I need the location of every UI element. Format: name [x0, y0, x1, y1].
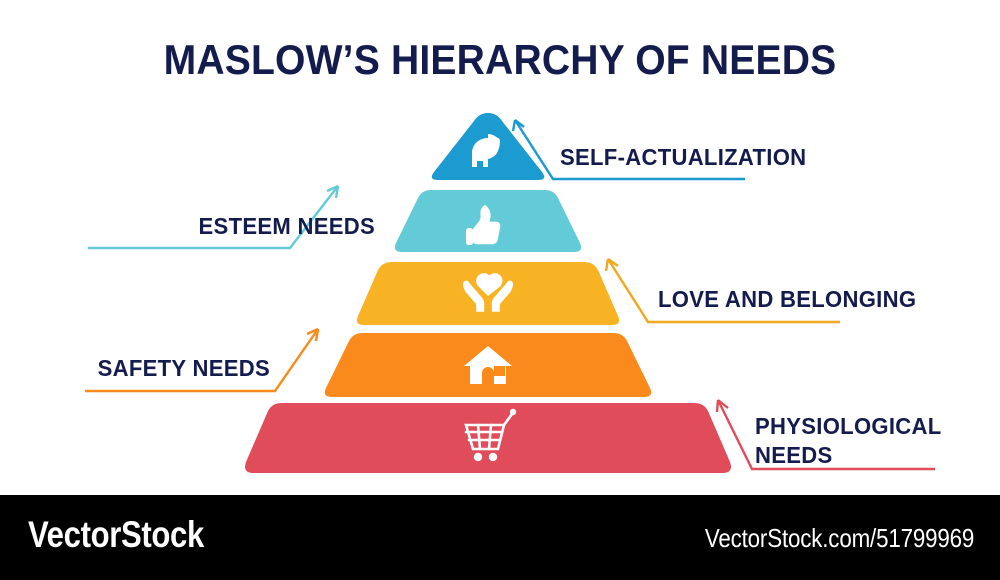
pyramid-tier-safety[interactable] [324, 333, 652, 397]
leader-esteem [88, 184, 340, 250]
head-brain-icon [472, 134, 500, 167]
cart-wheel-right [488, 452, 498, 462]
tier-label-esteem: ESTEEM NEEDS [198, 213, 375, 239]
heart-in-hands-icon [463, 273, 513, 312]
vectorstock-logo-text: VectorStock [28, 514, 204, 555]
tier-shape-physiological [245, 403, 731, 473]
pyramid-tier-love[interactable] [356, 262, 620, 325]
tier-label-love-and-belonging: LOVE AND BELONGING [658, 286, 917, 312]
house-window [494, 366, 505, 376]
leader-safety [85, 327, 320, 393]
tier-label-physiological: PHYSIOLOGICAL NEEDS [755, 413, 942, 469]
leader-physiological [715, 399, 935, 471]
tier-label-self-actualization: SELF-ACTUALIZATION [560, 144, 807, 170]
page-title: MASLOW’S HIERARCHY OF NEEDS [163, 36, 837, 83]
maslow-pyramid-diagram [85, 113, 935, 473]
pyramid-tier-physiological[interactable] [245, 403, 731, 473]
shopping-cart-icon [464, 412, 514, 451]
leader-self-actualization [511, 119, 745, 181]
cart-handle-tip [509, 408, 517, 416]
tier-label-safety: SAFETY NEEDS [97, 355, 270, 381]
leader-love [604, 258, 840, 324]
thumbs-up-icon [466, 205, 501, 245]
cart-wheel-left [473, 452, 483, 462]
vectorstock-source-url: VectorStock.com/51799969 [704, 523, 975, 553]
watermark-footer-bar: VectorStock VectorStock.com/51799969 [0, 495, 1000, 580]
pyramid-tier-self-actualization[interactable] [431, 113, 545, 180]
pyramid-tier-esteem[interactable] [394, 190, 582, 252]
